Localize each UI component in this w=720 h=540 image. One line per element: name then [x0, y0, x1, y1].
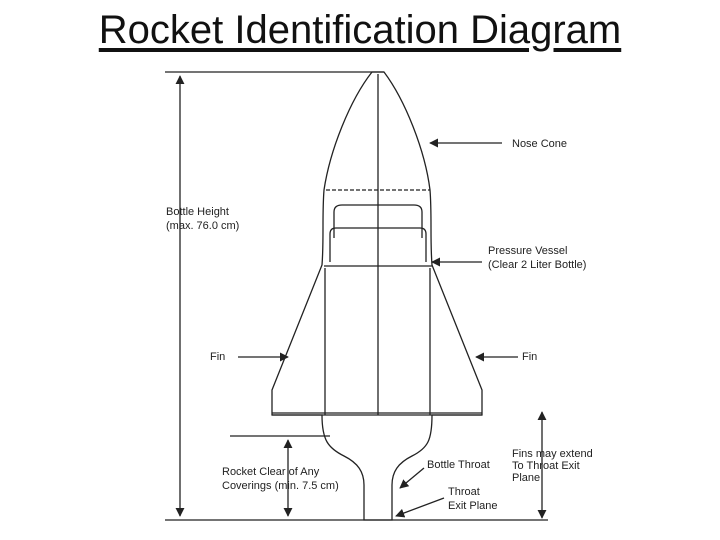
page-title: Rocket Identification Diagram	[98, 8, 622, 52]
pressure-vessel-sub-label: (Clear 2 Liter Bottle)	[488, 259, 587, 271]
throat-exit-label-1: Throat	[448, 486, 480, 498]
throat-exit-arrow	[395, 497, 445, 518]
fin-right-label: Fin	[522, 351, 538, 363]
upper-ridge	[333, 204, 423, 238]
bottle-height-label: Bottle Height	[166, 206, 229, 218]
rocket-clear-limit-label: Coverings (min. 7.5 cm)	[222, 480, 339, 492]
rocket-outline	[271, 71, 483, 521]
nose-cone-label: Nose Cone	[512, 138, 568, 150]
fin-left-label: Fin	[210, 351, 226, 363]
bottle-throat-label: Bottle Throat	[427, 459, 490, 471]
bottle-height-limit-label: (max. 76.0 cm)	[166, 220, 240, 232]
bottle-throat-arrow	[399, 467, 425, 489]
lower-ridge	[329, 227, 427, 262]
fins-extend-label-1: Fins may extend	[512, 448, 593, 460]
pressure-vessel-label: Pressure Vessel	[488, 245, 568, 257]
rocket-clear-label: Rocket Clear of Any	[222, 466, 320, 478]
fins-extend-label-2: To Throat Exit	[512, 460, 580, 472]
throat-exit-label-2: Exit Plane	[448, 500, 498, 512]
fins-extend-label-3: Plane	[512, 472, 541, 484]
